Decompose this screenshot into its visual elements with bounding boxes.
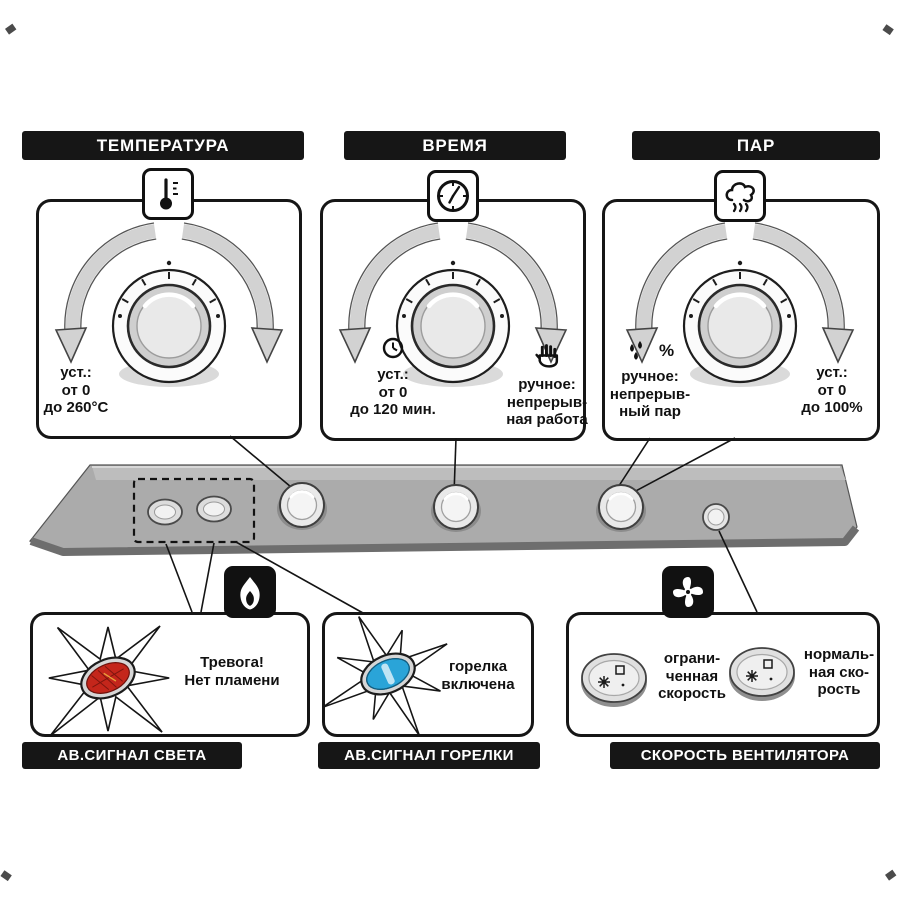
time-set-label: уст.: от 0 до 120 мин. — [350, 366, 436, 419]
fan-normal-speed-button[interactable] — [728, 647, 796, 702]
fan-speed-panel — [566, 612, 880, 737]
thermometer-icon — [142, 168, 194, 220]
hand-icon — [492, 342, 602, 369]
fan-limited-label: ограни- ченная скорость — [658, 650, 726, 703]
temperature-knob[interactable] — [56, 223, 282, 387]
steam-header: ПАР — [632, 131, 880, 160]
burner-alarm-indicator — [196, 495, 232, 523]
percent-symbol: % — [658, 341, 675, 360]
fan-speed-button[interactable] — [702, 503, 730, 531]
burner-alarm-text: горелка включена — [441, 658, 515, 693]
water-drops-icon: % — [600, 340, 700, 362]
burner-alarm-bar: АВ.СИГНАЛ ГОРЕЛКИ — [318, 742, 540, 769]
small-clock-icon — [338, 336, 448, 360]
temperature-range-label: уст.: от 0 до 260°C — [43, 364, 109, 417]
fan-limited-speed-button[interactable] — [580, 653, 648, 708]
temperature-header: ТЕМПЕРАТУРА — [22, 131, 304, 160]
light-alarm-bar: АВ.СИГНАЛ СВЕТА — [22, 742, 242, 769]
scan-artifact — [0, 23, 897, 882]
fan-speed-bar: СКОРОСТЬ ВЕНТИЛЯТОРА — [610, 742, 880, 769]
steam-knob[interactable] — [627, 223, 853, 387]
fan-icon — [662, 566, 714, 618]
alarm-light-led-red — [80, 656, 136, 700]
fan-normal-label: нормаль- ная ско- рость — [803, 646, 875, 699]
indicator-group-outline — [132, 477, 256, 544]
clock-icon — [427, 170, 479, 222]
time-header: ВРЕМЯ — [344, 131, 566, 160]
burner-led-blue — [360, 652, 416, 696]
steam-manual-label: ручное: непрерыв- ный пар — [609, 368, 691, 421]
burner-alarm-panel — [322, 612, 534, 737]
light-alarm-text: Тревога! Нет пламени — [184, 654, 280, 689]
flame-icon — [224, 566, 276, 618]
steam-range-label: уст.: от 0 до 100% — [801, 364, 863, 417]
light-alarm-indicator — [147, 498, 183, 526]
time-manual-label: ручное: непрерыв- ная работа — [506, 376, 588, 429]
steam-icon — [714, 170, 766, 222]
